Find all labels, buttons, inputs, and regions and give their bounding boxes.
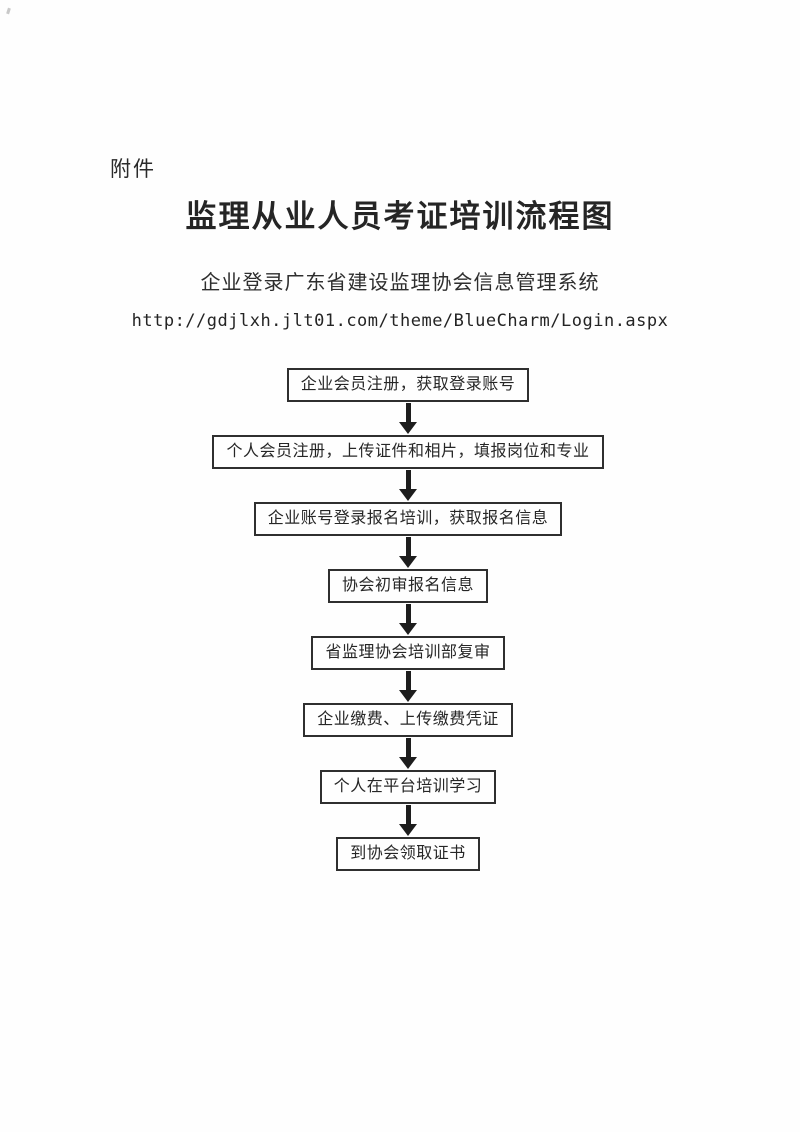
login-url-text: http://gdjlxh.jlt01.com/theme/BlueCharm/…	[131, 311, 669, 331]
flow-step: 企业账号登录报名培训，获取报名信息	[253, 502, 563, 536]
flow-step: 到协会领取证书	[336, 837, 480, 871]
flow-step: 个人会员注册，上传证件和相片，填报岗位和专业	[212, 435, 604, 469]
flow-step: 企业会员注册，获取登录账号	[286, 368, 530, 402]
page-subtitle: 企业登录广东省建设监理协会信息管理系统	[200, 270, 600, 294]
flow-step: 协会初审报名信息	[327, 569, 488, 603]
arrow-down-icon	[399, 403, 417, 434]
arrow-down-icon	[399, 604, 417, 635]
flowchart: 企业会员注册，获取登录账号个人会员注册，上传证件和相片，填报岗位和专业企业账号登…	[8, 368, 800, 871]
page-title: 监理从业人员考证培训流程图	[185, 199, 615, 234]
arrow-down-icon	[399, 805, 417, 836]
arrow-down-icon	[399, 671, 417, 702]
scan-artifact	[6, 7, 11, 15]
flow-step: 企业缴费、上传缴费凭证	[303, 703, 513, 737]
flow-step: 个人在平台培训学习	[319, 770, 497, 804]
attachment-label: 附件	[110, 158, 156, 181]
arrow-down-icon	[399, 470, 417, 501]
flow-step: 省监理协会培训部复审	[311, 636, 505, 670]
arrow-down-icon	[399, 738, 417, 769]
arrow-down-icon	[399, 537, 417, 568]
